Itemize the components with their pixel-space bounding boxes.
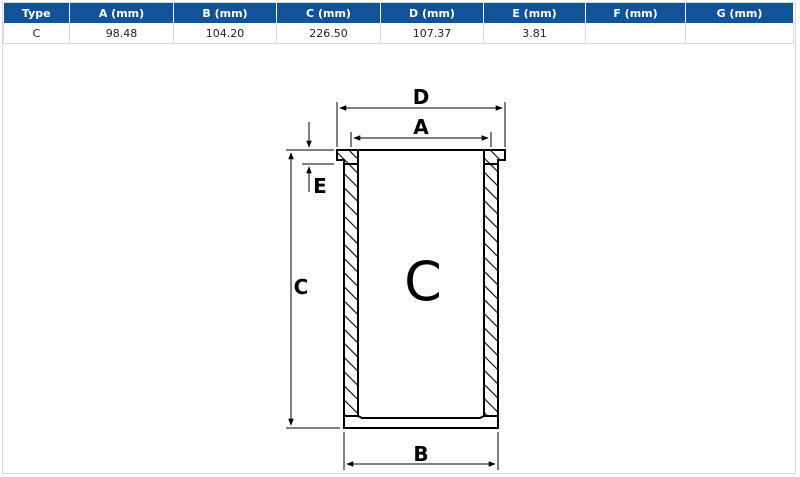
cell-e: 3.81 [483,23,586,44]
dimension-e: E [302,122,334,198]
type-label: C [404,250,442,313]
label-a: A [413,115,429,139]
left-wall [343,163,359,417]
dimension-a: A [350,115,492,147]
dimension-b: B [343,432,499,470]
table-header-row: Type A (mm) B (mm) C (mm) D (mm) E (mm) … [3,3,794,23]
cell-f [585,23,686,44]
liner-body [336,149,506,429]
dimension-d: D [336,85,506,147]
cell-type: C [3,23,70,44]
right-wall [483,163,499,417]
dimension-c: C [286,149,340,429]
label-c: C [294,275,309,299]
cylinder-liner-diagram: D A C E B C [286,85,506,470]
label-d: D [413,85,430,109]
header-a: A (mm) [69,3,174,23]
header-c: C (mm) [276,3,381,23]
label-e: E [313,174,327,198]
header-type: Type [3,3,70,23]
cell-a: 98.48 [69,23,174,44]
left-flange [336,149,359,165]
header-d: D (mm) [380,3,484,23]
label-b: B [413,442,428,466]
spec-table: Type A (mm) B (mm) C (mm) D (mm) E (mm) … [3,3,794,44]
cell-c: 226.50 [276,23,381,44]
header-b: B (mm) [173,3,277,23]
cell-d: 107.37 [380,23,484,44]
liner-base [343,415,499,429]
header-f: F (mm) [585,3,686,23]
header-e: E (mm) [483,3,586,23]
header-g: G (mm) [685,3,794,23]
cell-b: 104.20 [173,23,277,44]
cell-g [685,23,794,44]
table-row: C 98.48 104.20 226.50 107.37 3.81 [3,23,794,44]
right-flange [483,149,506,165]
